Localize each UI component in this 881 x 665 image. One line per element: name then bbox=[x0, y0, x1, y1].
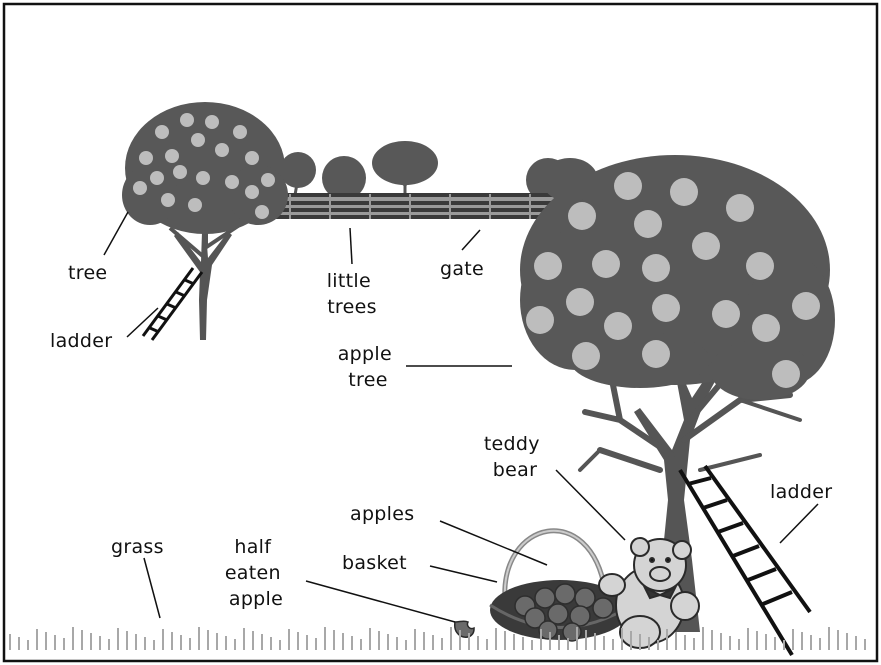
label-apple-tree-line-1: apple bbox=[338, 343, 392, 365]
gate bbox=[262, 193, 554, 219]
label-teddy-bear-line-1: teddy bbox=[484, 433, 540, 455]
label-half-eaten-apple-line-3: apple bbox=[229, 588, 283, 610]
label-basket: basket bbox=[342, 552, 407, 574]
label-tree: tree bbox=[68, 262, 107, 284]
label-ladder-right: ladder bbox=[770, 481, 832, 503]
label-little-trees-line-2: trees bbox=[327, 296, 377, 318]
label-grass: grass bbox=[111, 536, 164, 558]
label-teddy-bear-line-2: bear bbox=[493, 459, 537, 481]
label-ladder-left: ladder bbox=[50, 330, 112, 352]
label-gate: gate bbox=[440, 258, 484, 280]
label-apples: apples bbox=[350, 503, 414, 525]
label-half-eaten-apple-line-2: eaten bbox=[225, 562, 281, 584]
label-half-eaten-apple-line-1: half bbox=[234, 536, 272, 558]
label-little-trees-line-1: little bbox=[327, 270, 371, 292]
label-apple-tree-line-2: tree bbox=[348, 369, 387, 391]
